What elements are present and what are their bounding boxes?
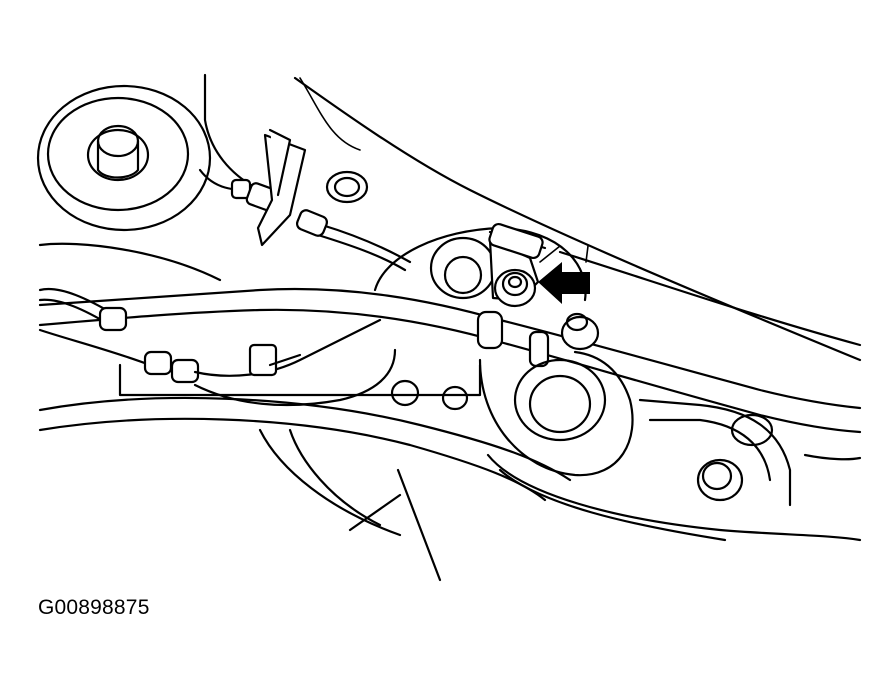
mounting-bolt (493, 268, 537, 308)
main-hose (38, 287, 862, 434)
body-grommet (325, 170, 369, 204)
left-brake-lines (38, 242, 397, 407)
right-bracket (638, 398, 862, 507)
lower-control-arm (38, 363, 572, 582)
figure-code: G00898875 (38, 596, 150, 619)
upper-left-pulley (36, 84, 212, 232)
lower-bushing (478, 350, 862, 542)
arrow-left-icon (538, 245, 590, 304)
sensor-wire-upper (198, 128, 412, 272)
